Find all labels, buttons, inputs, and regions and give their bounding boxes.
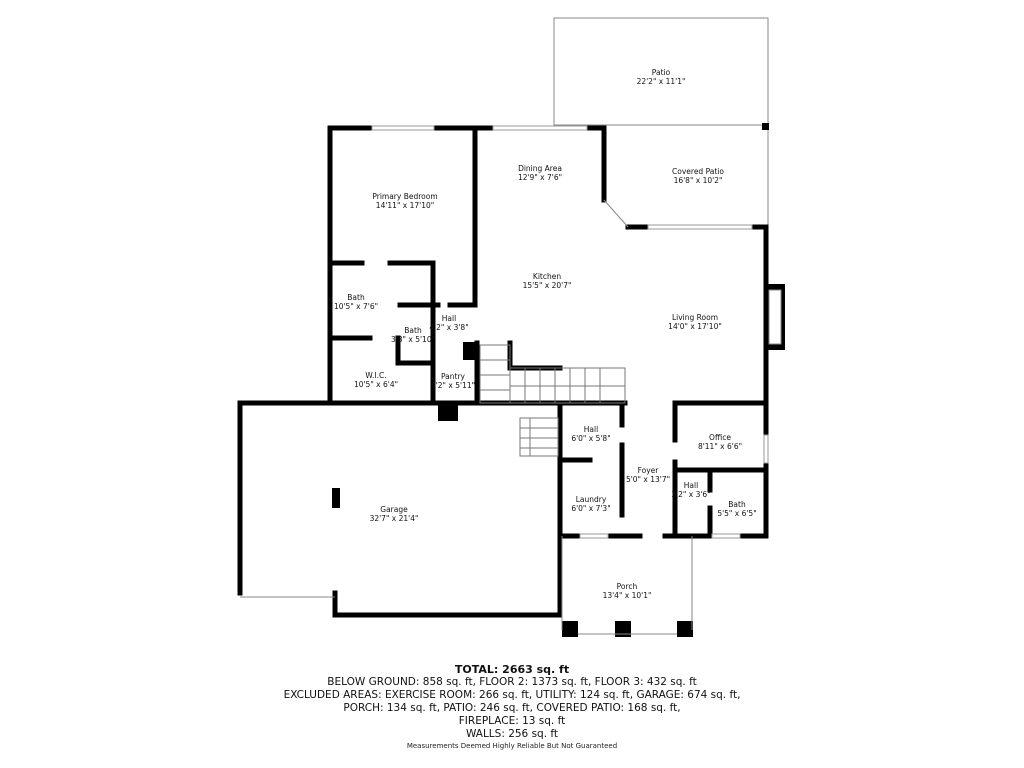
room-name: Pantry bbox=[441, 372, 466, 381]
room-dimensions: 10'5" x 6'4" bbox=[354, 380, 398, 389]
room-name: Foyer bbox=[638, 466, 660, 475]
room-dimensions: 10'5" x 7'6" bbox=[334, 302, 378, 311]
room-name: Patio bbox=[652, 68, 671, 77]
room-name: Office bbox=[709, 433, 731, 442]
room-name: Laundry bbox=[576, 495, 607, 504]
room-dimensions: 14'11" x 17'10" bbox=[376, 201, 434, 210]
room-name: Kitchen bbox=[533, 272, 561, 281]
room-dimensions: 4'2" x 5'11" bbox=[431, 381, 475, 390]
room-name: Hall bbox=[684, 481, 698, 490]
room-name: Garage bbox=[380, 505, 408, 514]
disclaimer: Measurements Deemed Highly Reliable But … bbox=[406, 742, 618, 750]
summary-line: EXCLUDED AREAS: EXERCISE ROOM: 266 sq. f… bbox=[283, 689, 741, 701]
room-name: Porch bbox=[617, 582, 638, 591]
room-dimensions: 8'11" x 6'6" bbox=[698, 442, 742, 451]
room-dimensions: 3'2" x 3'6" bbox=[671, 490, 710, 499]
room-name: Living Room bbox=[672, 313, 718, 322]
summary-line: WALLS: 256 sq. ft bbox=[465, 728, 559, 740]
room-dimensions: 22'2" x 11'1" bbox=[637, 77, 686, 86]
room-dimensions: 4'2" x 3'8" bbox=[429, 323, 468, 332]
room-name: Bath bbox=[347, 293, 365, 302]
room-dimensions: 16'8" x 10'2" bbox=[674, 176, 723, 185]
room-name: Dining Area bbox=[518, 164, 562, 173]
area-summary: TOTAL: 2663 sq. ft BELOW GROUND: 858 sq.… bbox=[0, 663, 1024, 741]
room-dimensions: 5'0" x 13'7" bbox=[626, 475, 670, 484]
stairs bbox=[479, 344, 626, 457]
room-name: Bath bbox=[728, 500, 746, 509]
room-dimensions: 6'0" x 5'8" bbox=[571, 434, 610, 443]
summary-line: PORCH: 134 sq. ft, PATIO: 246 sq. ft, CO… bbox=[343, 702, 681, 714]
summary-line: BELOW GROUND: 858 sq. ft, FLOOR 2: 1373 … bbox=[327, 676, 697, 688]
room-name: Primary Bedroom bbox=[372, 192, 437, 201]
room-dimensions: 12'9" x 7'6" bbox=[518, 173, 562, 182]
walls bbox=[237, 123, 785, 637]
room-name: W.I.C. bbox=[365, 371, 386, 380]
room-name: Hall bbox=[584, 425, 598, 434]
room-dimensions: 5'5" x 6'5" bbox=[717, 509, 756, 518]
room-label: W.I.C.10'5" x 6'4" bbox=[354, 371, 398, 389]
room-dimensions: 15'5" x 20'7" bbox=[523, 281, 572, 290]
total-area: TOTAL: 2663 sq. ft bbox=[454, 663, 570, 676]
room-name: Covered Patio bbox=[672, 167, 724, 176]
room-name: Bath bbox=[404, 326, 422, 335]
room-dimensions: 3'8" x 5'10" bbox=[391, 335, 435, 344]
room-dimensions: 32'7" x 21'4" bbox=[370, 514, 419, 523]
room-dimensions: 6'0" x 7'3" bbox=[571, 504, 610, 513]
room-dimensions: 13'4" x 10'1" bbox=[603, 591, 652, 600]
room-name: Hall bbox=[442, 314, 456, 323]
room-dimensions: 14'0" x 17'10" bbox=[668, 322, 722, 331]
summary-line: FIREPLACE: 13 sq. ft bbox=[458, 715, 566, 727]
